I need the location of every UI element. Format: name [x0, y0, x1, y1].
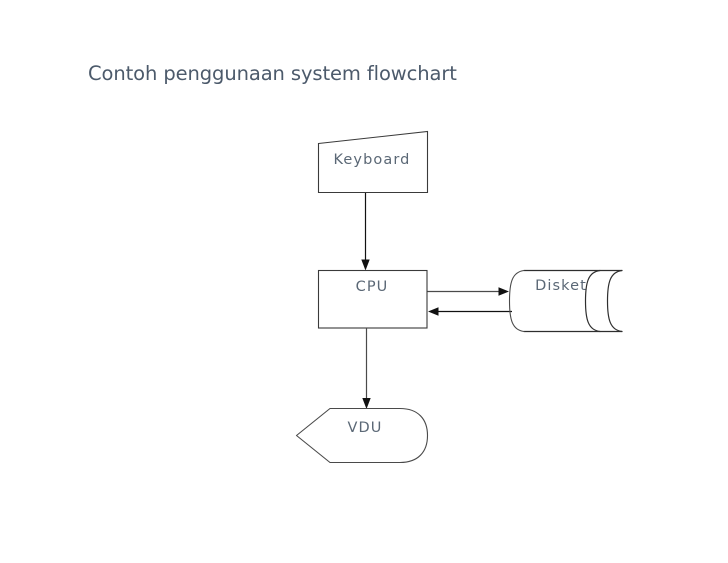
- node-keyboard[interactable]: Keyboard: [317, 130, 429, 194]
- vdu-label: VDU: [348, 420, 383, 436]
- vdu-shape: [295, 407, 429, 464]
- connector-keyboard-to-cpu: [361, 193, 370, 271]
- connector-disket-to-cpu: [428, 307, 512, 316]
- arrow-head-right-icon: [498, 287, 509, 296]
- connector-cpu-to-disket: [427, 287, 509, 296]
- disket-inner-arc: [584, 269, 601, 333]
- keyboard-label: Keyboard: [334, 152, 411, 168]
- node-disket[interactable]: Disket: [508, 269, 623, 333]
- connector-cpu-to-vdu: [362, 328, 371, 409]
- disket-label: Disket: [535, 278, 587, 294]
- disket-left-cap: [508, 269, 525, 333]
- arrow-head-down-icon: [362, 398, 371, 409]
- node-cpu[interactable]: CPU: [317, 269, 428, 329]
- keyboard-shape: [317, 130, 429, 194]
- arrow-head-down-icon: [361, 259, 370, 271]
- arrow-head-left-icon: [428, 307, 439, 316]
- cpu-label: CPU: [356, 279, 389, 295]
- node-vdu[interactable]: VDU: [295, 407, 429, 464]
- cpu-shape: [317, 269, 428, 329]
- page-title: Contoh penggunaan system flowchart: [88, 62, 457, 85]
- disket-right-cap: [606, 269, 623, 333]
